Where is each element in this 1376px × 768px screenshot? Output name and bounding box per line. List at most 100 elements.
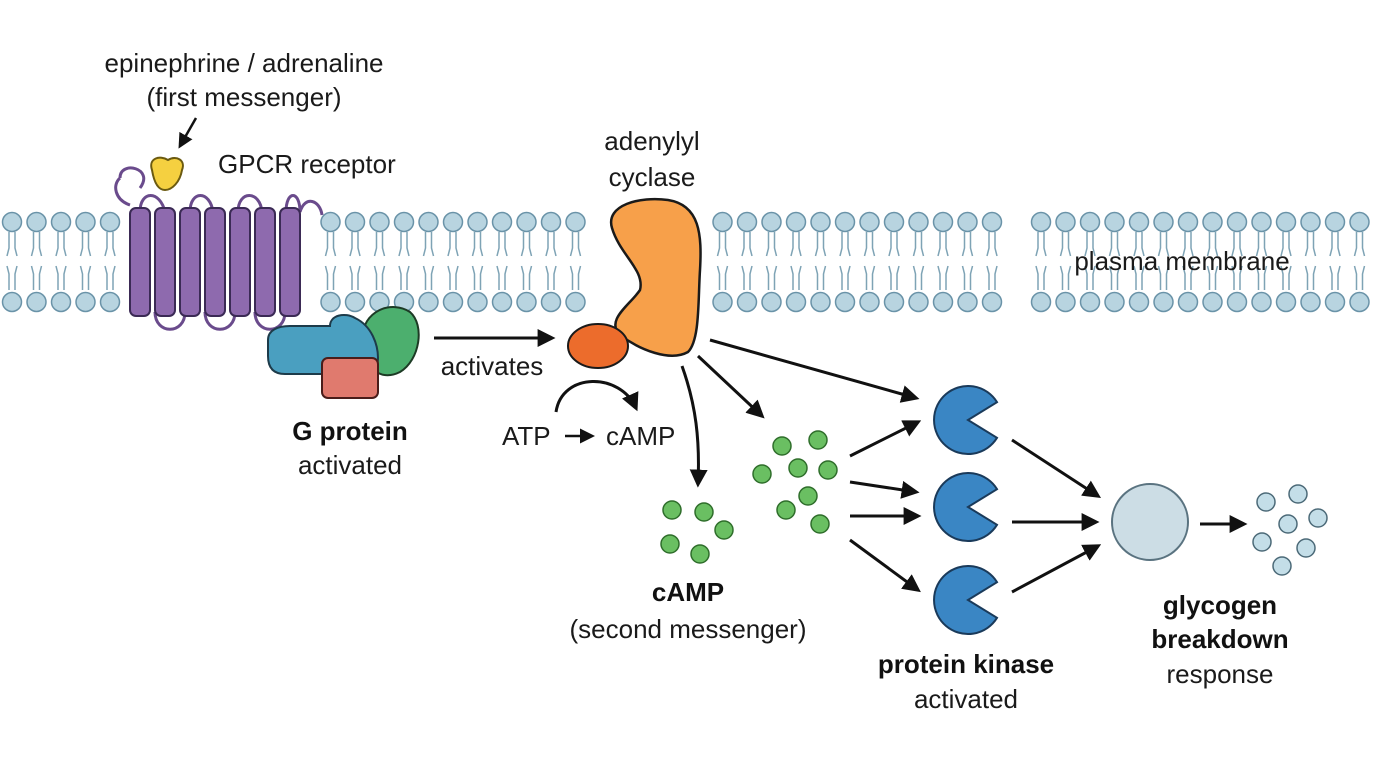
lipid-head bbox=[1251, 211, 1272, 233]
lipid-tail bbox=[455, 232, 459, 257]
lipid-tail bbox=[945, 232, 949, 257]
lipid-tail bbox=[969, 265, 974, 290]
lipid-tail bbox=[716, 265, 721, 290]
lipid-head bbox=[1349, 291, 1370, 313]
lipid-tail bbox=[822, 265, 827, 290]
phospholipid bbox=[736, 211, 758, 313]
lipid-head bbox=[99, 291, 121, 313]
lipid-head bbox=[418, 211, 439, 233]
lipid-tail bbox=[471, 265, 476, 290]
lipid-head bbox=[75, 211, 96, 233]
lipid-tail bbox=[961, 265, 966, 290]
lipid-tail bbox=[986, 265, 990, 290]
lipid-tail bbox=[1059, 265, 1064, 290]
lipid-head bbox=[859, 211, 880, 233]
lipid-tail bbox=[496, 265, 500, 290]
lipid-tail bbox=[104, 232, 108, 257]
lipid-head bbox=[75, 291, 96, 313]
lipid-head bbox=[1153, 211, 1174, 233]
lipid-tail bbox=[847, 232, 851, 257]
lipid-head bbox=[859, 291, 880, 313]
gpcr-receptor bbox=[114, 166, 324, 331]
camp-dot bbox=[660, 534, 680, 554]
lipid-tail bbox=[528, 232, 533, 257]
lipid-tail bbox=[553, 232, 557, 257]
lipid-tail bbox=[749, 265, 753, 290]
lipid-tail bbox=[479, 265, 484, 290]
lipid-head bbox=[26, 211, 47, 233]
lipid-tail bbox=[112, 232, 116, 257]
camp-product-label: cAMP bbox=[606, 421, 675, 451]
lipid-head bbox=[540, 291, 562, 313]
lipid-head bbox=[932, 211, 954, 233]
phospholipid bbox=[540, 211, 562, 313]
lipid-head bbox=[442, 291, 464, 313]
pacman-kinase-icon bbox=[933, 385, 999, 455]
lipid-head bbox=[932, 291, 954, 313]
lipid-head bbox=[810, 291, 831, 313]
gprotein-label-1: G protein bbox=[292, 416, 408, 446]
lipid-tail bbox=[969, 232, 974, 257]
glucose-dot bbox=[1296, 538, 1316, 558]
lipid-head bbox=[1324, 291, 1346, 313]
lipid-tail bbox=[773, 232, 778, 257]
lipid-head bbox=[1, 211, 23, 233]
lipid-head bbox=[810, 211, 831, 233]
lipid-head bbox=[785, 291, 807, 313]
lipid-tail bbox=[55, 265, 59, 290]
lipid-head bbox=[1104, 291, 1125, 313]
glucose-molecules bbox=[1252, 484, 1328, 576]
lipid-head bbox=[1202, 211, 1223, 233]
arrow-camp-to-kinase-2 bbox=[849, 480, 920, 499]
lipid-tail bbox=[1329, 265, 1333, 290]
arrow-kinase3-to-glycogen bbox=[1011, 544, 1102, 594]
camp-title-label: cAMP bbox=[652, 577, 724, 607]
lipid-head bbox=[1030, 291, 1052, 313]
lipid-tail bbox=[430, 232, 435, 257]
phospholipid bbox=[932, 211, 954, 313]
lipid-tail bbox=[741, 232, 745, 257]
lipid-tail bbox=[406, 265, 410, 290]
lipid-tail bbox=[871, 265, 876, 290]
lipid-head bbox=[1030, 211, 1052, 233]
lipid-tail bbox=[63, 265, 67, 290]
arrow-ac-to-camp-cluster bbox=[696, 354, 765, 419]
adenylyl-label-2: cyclase bbox=[609, 162, 696, 192]
glucose-dot bbox=[1252, 532, 1272, 552]
lipid-tail bbox=[1092, 265, 1096, 290]
adenylyl-cyclase bbox=[567, 197, 702, 369]
lipid-tail bbox=[79, 232, 84, 257]
lipid-tail bbox=[1035, 232, 1039, 257]
lipid-tail bbox=[888, 232, 892, 257]
lipid-head bbox=[712, 291, 733, 313]
phospholipid bbox=[1177, 211, 1199, 313]
lipid-head bbox=[834, 291, 856, 313]
lipid-tail bbox=[765, 265, 770, 290]
lipid-tail bbox=[765, 232, 770, 257]
lipid-tail bbox=[30, 232, 35, 257]
lipid-head bbox=[1128, 291, 1150, 313]
phospholipid bbox=[1349, 211, 1370, 313]
gprotein-label-2: activated bbox=[298, 450, 402, 480]
camp-dot bbox=[694, 502, 714, 522]
lipid-tail bbox=[545, 265, 549, 290]
lipid-tail bbox=[422, 265, 427, 290]
gpcr-helix bbox=[154, 207, 176, 317]
lipid-tail bbox=[1255, 265, 1260, 290]
lipid-tail bbox=[1312, 265, 1317, 290]
lipid-tail bbox=[814, 265, 819, 290]
lipid-head bbox=[50, 291, 72, 313]
membrane-label: plasma membrane bbox=[1074, 246, 1289, 276]
phospholipid bbox=[810, 211, 831, 313]
lipid-tail bbox=[1337, 265, 1341, 290]
lipid-tail bbox=[937, 265, 941, 290]
lipid-head bbox=[1300, 211, 1321, 233]
phospholipid bbox=[467, 211, 488, 313]
ligand-droplet-icon bbox=[150, 156, 184, 192]
lipid-head bbox=[1300, 291, 1321, 313]
arrows bbox=[434, 329, 1248, 594]
lipid-tail bbox=[1255, 232, 1260, 257]
phospholipid bbox=[491, 211, 513, 313]
lipid-tail bbox=[1304, 265, 1309, 290]
phospholipid bbox=[908, 211, 929, 313]
